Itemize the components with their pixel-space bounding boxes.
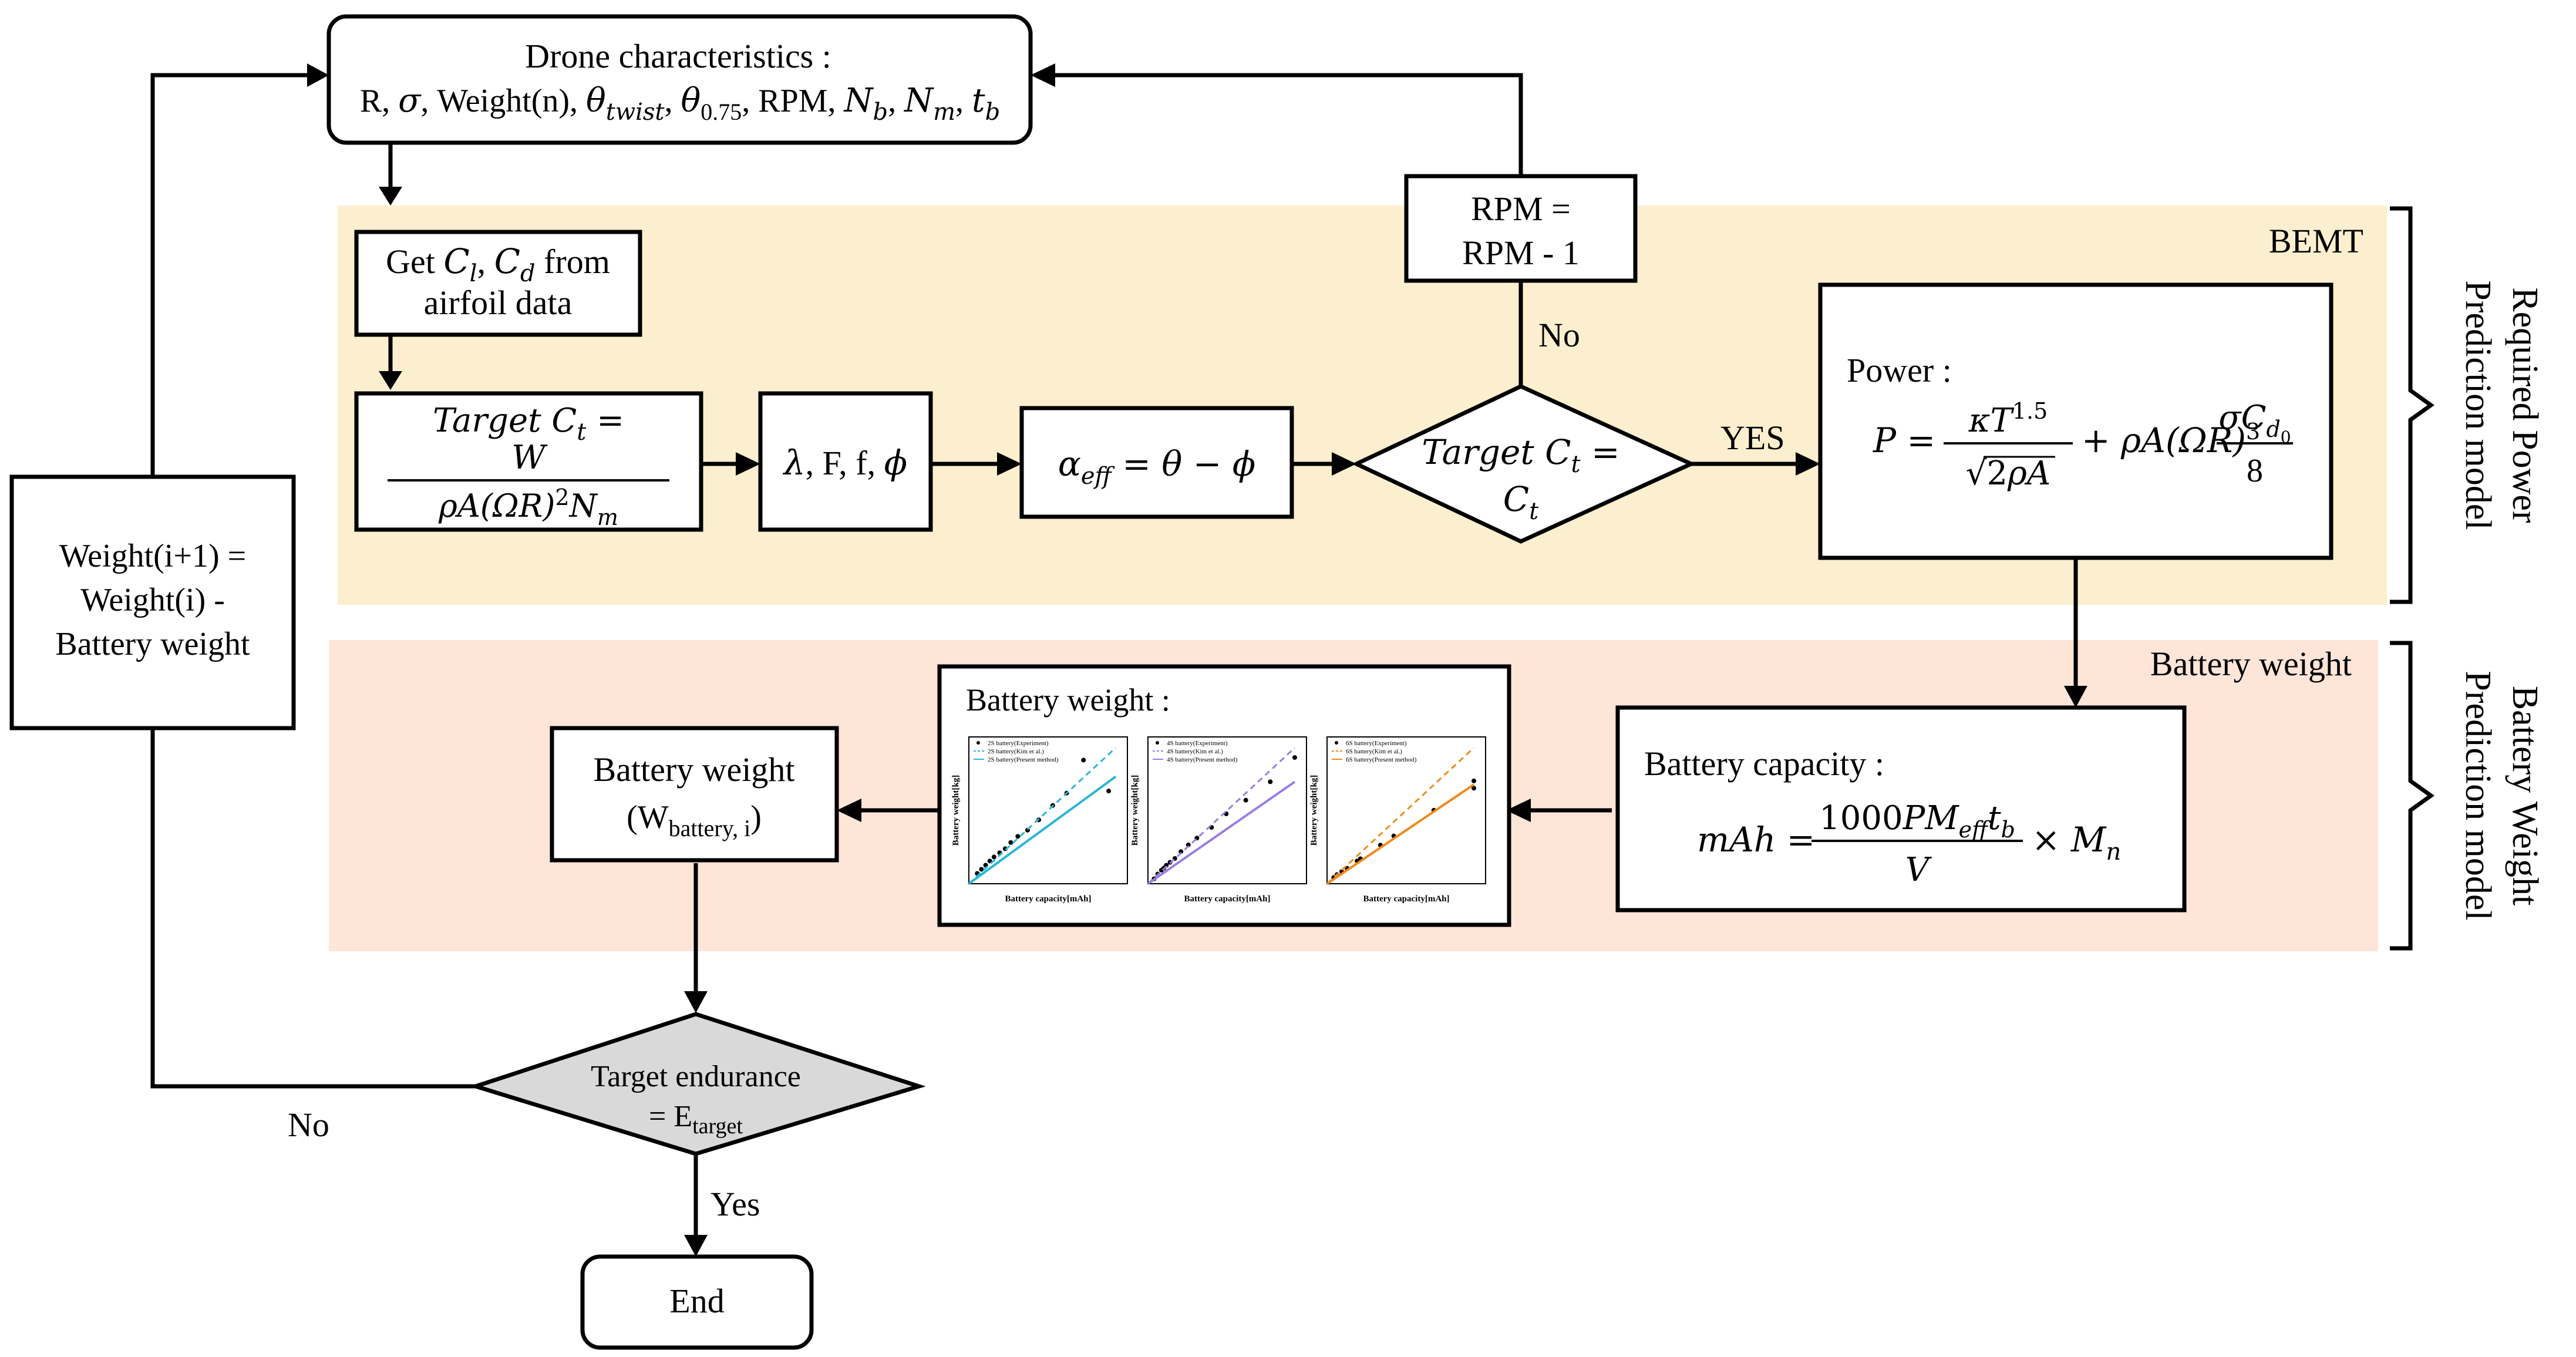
data-point	[1268, 779, 1273, 784]
legend-label: 2S battery(Present method)	[988, 756, 1059, 763]
rpm-update-box: RPM = RPM - 1	[1404, 174, 1638, 283]
battery-band-label: Battery weight	[2150, 645, 2352, 683]
decision-line1: Target Ct =	[1422, 432, 1619, 478]
battery-capacity-box: Battery capacity : mAh = 1000PMefftb V ×…	[1615, 705, 2187, 912]
mini-charts: 2S battery(Experiment)2S battery(Kim et …	[951, 736, 1486, 904]
weight-update-line1: Weight(i+1) =	[59, 538, 246, 574]
fit-line-dashed	[1147, 747, 1296, 885]
endurance-decision: Target endurance = Etarget	[469, 1012, 926, 1156]
bemt-band-label: BEMT	[2269, 222, 2363, 260]
battery-chart-title: Battery weight :	[966, 682, 1170, 718]
legend-label: 2S battery(Kim et al.)	[988, 748, 1044, 755]
svg-text:Prediction model: Prediction model	[2458, 671, 2498, 920]
get-coeffs-line1: Get Cl, Cd from	[386, 241, 610, 287]
legend-label: 6S battery(Kim et al.)	[1346, 748, 1402, 755]
svg-text:8: 8	[2247, 453, 2263, 489]
svg-text:Required Power: Required Power	[2505, 287, 2545, 523]
alpha-box: αeff = θ − ϕ	[1019, 406, 1294, 519]
target-ct-numerator: W	[511, 439, 548, 477]
mini-chart-1: 2S battery(Experiment)2S battery(Kim et …	[951, 736, 1128, 904]
data-point	[1471, 786, 1476, 791]
data-point	[991, 854, 996, 860]
legend-label: 6S battery(Experiment)	[1346, 740, 1407, 747]
target-ct-decision: Target Ct = Ct	[1351, 384, 1696, 544]
arrowheads	[307, 63, 2087, 1257]
required-power-brace: Required Power Prediction model	[2390, 206, 2545, 604]
svg-text:+ ρA(ΩR)3: + ρA(ΩR)3	[2082, 419, 2260, 460]
label-no-left: No	[288, 1106, 329, 1144]
battery-weight-line2: (Wbattery, i)	[627, 799, 762, 841]
battery-weight-chart-box: Battery weight : 2S battery(Experiment)2…	[937, 664, 1511, 927]
weight-update-line2: Weight(i) -	[80, 582, 225, 618]
legend-label: 6S battery(Present method)	[1346, 756, 1417, 763]
svg-text:P =: P =	[1873, 420, 1935, 460]
legend-marker	[976, 741, 980, 745]
data-point	[1186, 842, 1191, 847]
power-title: Power :	[1847, 351, 1952, 389]
label-yes-mid: YES	[1720, 419, 1785, 457]
get-coefficients-box: Get Cl, Cd from airfoil data	[354, 230, 642, 337]
svg-text:Prediction model: Prediction model	[2458, 280, 2498, 530]
legend-label: 4S battery(Kim et al.)	[1167, 748, 1223, 755]
endurance-line1: Target endurance	[591, 1060, 801, 1093]
data-point	[1008, 840, 1013, 845]
mini-chart-2: 4S battery(Experiment)4S battery(Kim et …	[1130, 736, 1307, 904]
svg-text:mAh =: mAh =	[1697, 820, 1815, 860]
x-axis-label: Battery capacity[mAh]	[1184, 894, 1270, 904]
rpm-line1: RPM =	[1471, 190, 1571, 228]
data-point	[1471, 778, 1476, 783]
data-point	[1243, 797, 1248, 803]
target-ct-line1: Target Ct =	[433, 402, 624, 446]
rpm-line2: RPM - 1	[1462, 234, 1580, 272]
y-axis-label: Battery weight[kg]	[951, 775, 961, 846]
data-point	[1106, 789, 1112, 794]
weight-update-box: Weight(i+1) = Weight(i) - Battery weight	[9, 474, 296, 730]
legend-label: 2S battery(Experiment)	[988, 740, 1049, 747]
drone-characteristics-box: Drone characteristics : R, σ, Weight(n),…	[326, 14, 1033, 145]
target-ct-box: Target Ct = W ρA(ΩR)2Nm	[354, 391, 703, 532]
weight-update-line3: Battery weight	[55, 626, 250, 662]
data-point	[1015, 834, 1021, 839]
end-box: End	[580, 1254, 814, 1350]
battery-weight-line1: Battery weight	[593, 750, 794, 789]
svg-text:V: V	[1905, 851, 1932, 889]
legend-marker	[1156, 741, 1159, 745]
legend-label: 4S battery(Present method)	[1167, 756, 1238, 763]
y-axis-label: Battery weight[kg]	[1130, 775, 1140, 846]
end-label: End	[669, 1282, 724, 1320]
legend-label: 4S battery(Experiment)	[1167, 740, 1228, 747]
connectors	[150, 73, 2078, 1236]
drone-params: R, σ, Weight(n), θtwist, θ0.75, RPM, Nb,…	[360, 82, 1000, 126]
y-axis-label: Battery weight[kg]	[1309, 775, 1319, 846]
data-point	[1164, 863, 1169, 868]
fit-line-solid	[1147, 780, 1296, 885]
fit-line-solid	[1326, 783, 1475, 885]
fit-line-dashed	[1326, 747, 1475, 885]
x-axis-label: Battery capacity[mAh]	[1005, 894, 1091, 904]
label-yes-bottom: Yes	[710, 1185, 760, 1223]
data-point	[979, 867, 984, 872]
battery-capacity-title: Battery capacity :	[1644, 745, 1884, 783]
fit-line-solid	[968, 776, 1117, 885]
x-axis-label: Battery capacity[mAh]	[1363, 894, 1449, 904]
data-point	[1178, 849, 1184, 854]
get-coeffs-line2: airfoil data	[424, 284, 573, 322]
fit-line-dashed	[968, 747, 1117, 885]
label-no-top: No	[1538, 316, 1580, 354]
lambda-text: λ, F, f, ϕ	[783, 443, 907, 483]
drone-title: Drone characteristics :	[525, 37, 831, 75]
battery-weight-output-box: Battery weight (Wbattery, i)	[550, 726, 839, 863]
battery-weight-brace: Battery Weight Prediction model	[2390, 641, 2545, 951]
battery-capacity-formula: mAh = 1000PMefftb V × Mn	[1697, 799, 2121, 889]
svg-text:Battery Weight: Battery Weight	[2505, 686, 2545, 905]
mini-chart-3: 6S battery(Experiment)6S battery(Kim et …	[1309, 736, 1486, 904]
data-point	[1081, 757, 1086, 763]
svg-text:√2ρA: √2ρA	[1966, 454, 2051, 493]
power-box: Power : P = κT1.5 √2ρA + ρA(ΩR)3 σCd0 8	[1818, 282, 2333, 560]
legend-marker	[1335, 741, 1338, 745]
target-ct-denominator: ρA(ΩR)2Nm	[438, 484, 618, 530]
data-point	[1292, 755, 1297, 760]
lambda-box: λ, F, f, ϕ	[758, 391, 933, 532]
